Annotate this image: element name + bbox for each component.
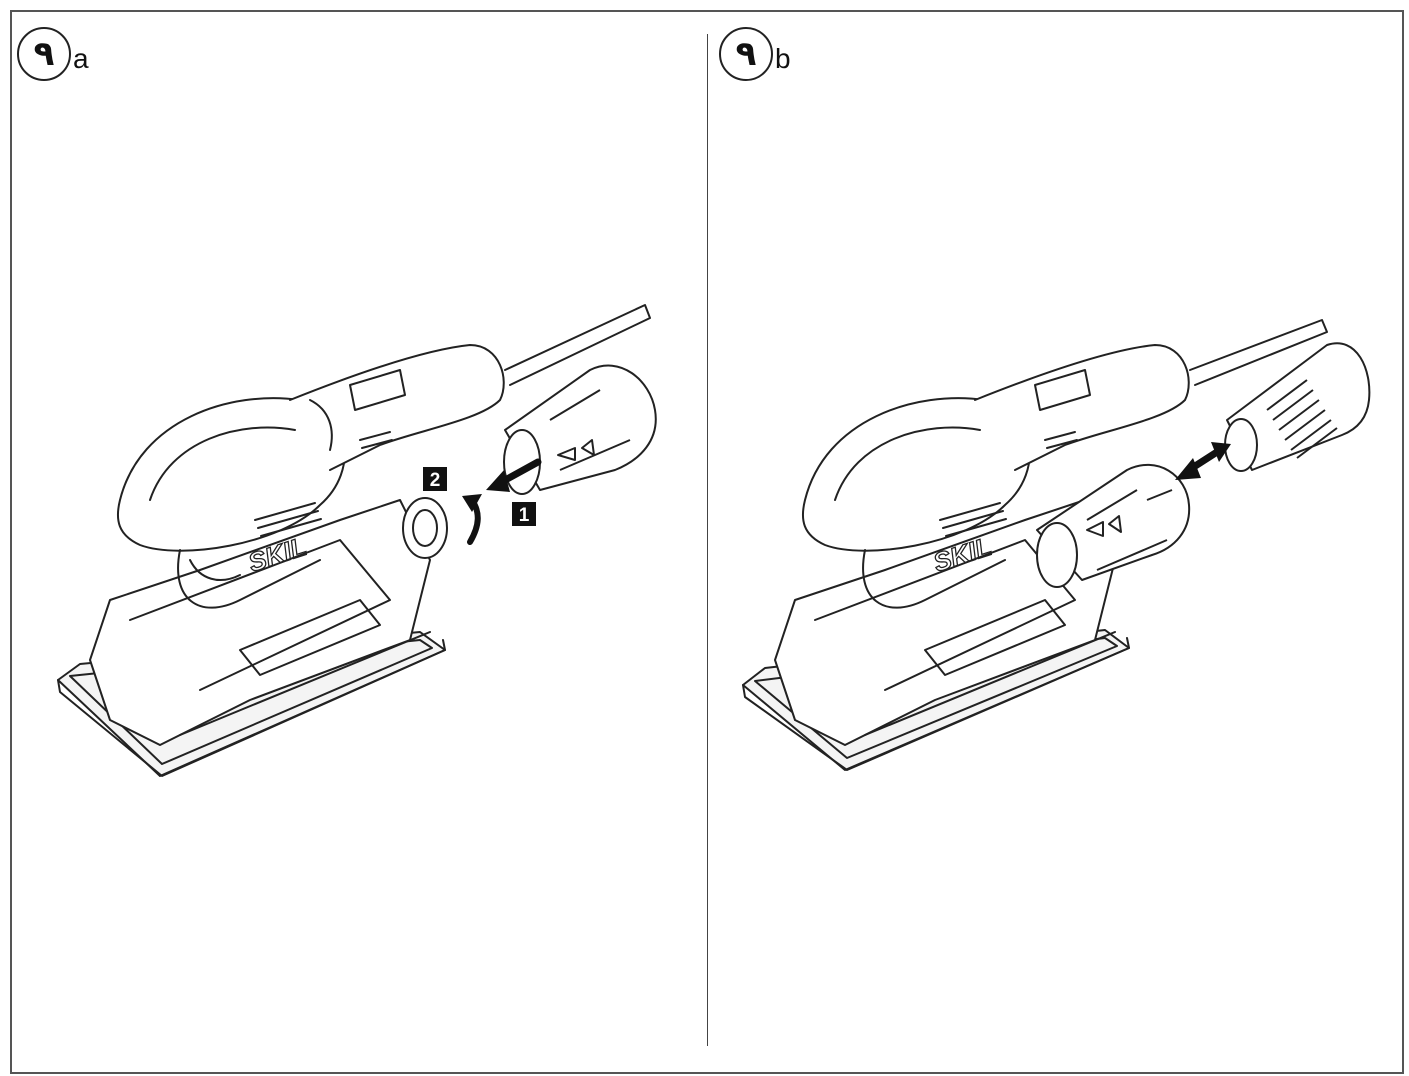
remove-arrowhead-icon (486, 470, 510, 492)
figure-suffix-b: b (775, 43, 791, 74)
dust-adapter-a (503, 364, 657, 495)
figure-label-b: ٩ b (719, 27, 791, 81)
panel-divider (707, 34, 708, 1046)
figure-number-circle-a: ٩ (17, 27, 71, 81)
figure-number-a: ٩ (33, 34, 55, 74)
sander-a (57, 304, 651, 777)
step-badge-2 (423, 467, 447, 491)
panel-b-illustration: SKIL (742, 319, 1371, 771)
dust-adapter-b (1036, 464, 1191, 588)
step-label-1: 1 (519, 505, 530, 526)
panel-a-illustration: 2 1 SKIL (57, 304, 657, 777)
figure-frame (10, 10, 1404, 1074)
step-badge-1 (512, 502, 536, 526)
figure-number-b: ٩ (735, 34, 757, 74)
connect-arrowhead-left-icon (1175, 458, 1201, 480)
figure-number-circle-b: ٩ (719, 27, 773, 81)
hose-connector-b (1224, 342, 1371, 472)
rotate-arrowhead-icon (462, 494, 482, 512)
step-label-2: 2 (430, 470, 441, 491)
connect-arrowhead-right-icon (1211, 442, 1231, 462)
figure-label-a: ٩ a (17, 27, 89, 81)
sander-b (742, 319, 1328, 771)
figure-suffix-a: a (73, 43, 89, 74)
